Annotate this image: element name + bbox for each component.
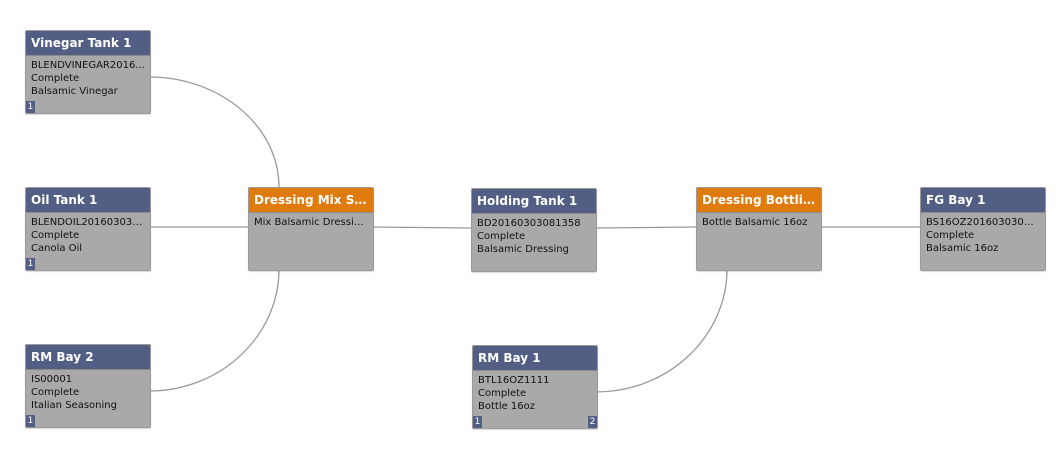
node-operation: Bottle Balsamic 16oz: [702, 217, 808, 228]
node-dressing-mix-station[interactable]: Dressing Mix Stati... Mix Balsamic Dressi…: [248, 187, 374, 271]
node-material: Italian Seasoning: [31, 400, 117, 411]
node-operation: Mix Balsamic Dressing...: [254, 217, 368, 228]
node-status: Complete: [31, 387, 80, 398]
edge-holding-tank-1-to-dressing-bottling-line: [594, 226, 697, 229]
node-title: Dressing Bottling L...: [697, 188, 821, 213]
node-count-badge-left[interactable]: 1: [26, 415, 35, 427]
node-lot-id: IS00001: [31, 374, 73, 385]
node-lot-id: BTL16OZ1111: [478, 375, 550, 386]
node-lot-id: BD20160303081358: [477, 218, 581, 229]
node-status: Complete: [477, 231, 526, 242]
node-status: Complete: [926, 230, 975, 241]
node-details: Mix Balsamic Dressing...: [249, 213, 373, 229]
edge-dressing-mix-station-to-holding-tank-1: [371, 226, 472, 229]
node-material: Balsamic 16oz: [926, 243, 999, 254]
node-material: Bottle 16oz: [478, 401, 536, 412]
node-material: Balsamic Dressing: [477, 244, 569, 255]
node-status: Complete: [31, 73, 80, 84]
node-status: Complete: [31, 230, 80, 241]
edge-rm-bay-2-to-dressing-mix-station: [148, 268, 280, 392]
edge-rm-bay-1-to-dressing-bottling-line: [595, 268, 728, 393]
node-title: FG Bay 1: [921, 188, 1045, 213]
node-count-badge-left[interactable]: 1: [473, 416, 482, 428]
node-details: Bottle Balsamic 16oz: [697, 213, 821, 229]
node-count-badge-left[interactable]: 1: [26, 258, 35, 270]
node-status: Complete: [478, 388, 527, 399]
node-material: Canola Oil: [31, 243, 83, 254]
edge-vinegar-tank-1-to-dressing-mix-station: [148, 76, 280, 188]
node-material: Balsamic Vinegar: [31, 86, 118, 97]
node-lot-id: BS16OZ20160303081...: [926, 217, 1040, 228]
node-title: Oil Tank 1: [26, 188, 150, 213]
node-dressing-bottling-line[interactable]: Dressing Bottling L... Bottle Balsamic 16…: [696, 187, 822, 271]
node-vinegar-tank-1[interactable]: Vinegar Tank 1 BLENDVINEGAR2016... Complet…: [25, 30, 151, 114]
node-lot-id: BLENDVINEGAR2016...: [31, 60, 145, 71]
node-title: Holding Tank 1: [472, 189, 596, 214]
node-title: RM Bay 1: [473, 346, 597, 371]
node-count-badge-left[interactable]: 1: [26, 101, 35, 113]
node-count-badge-right[interactable]: 2: [588, 416, 597, 428]
node-title: RM Bay 2: [26, 345, 150, 370]
node-lot-id: BLENDOIL201603030...: [31, 217, 145, 228]
node-title: Vinegar Tank 1: [26, 31, 150, 56]
node-title: Dressing Mix Stati...: [249, 188, 373, 213]
